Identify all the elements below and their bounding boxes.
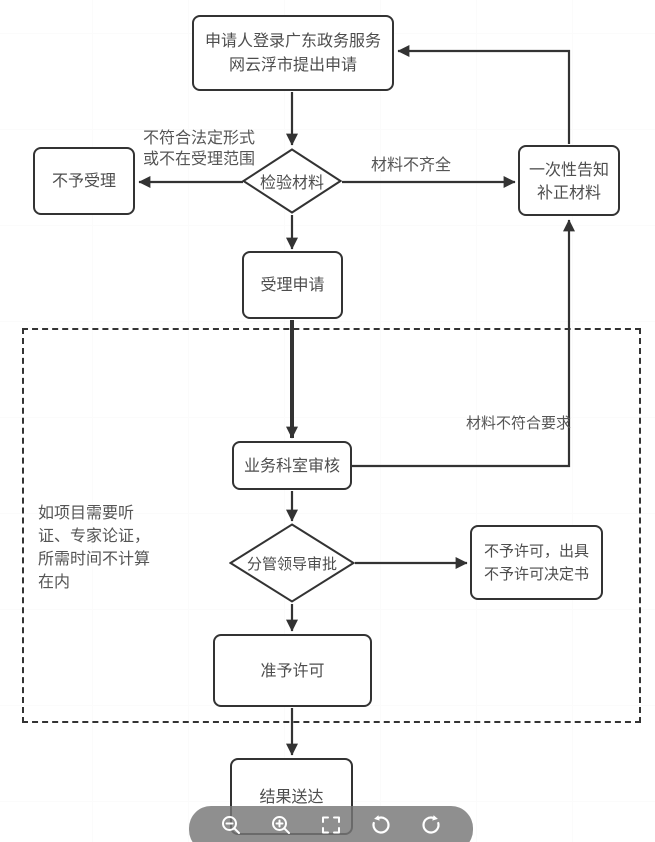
node-apply: 申请人登录广东政务服务 网云浮市提出申请	[192, 15, 394, 91]
node-check-materials: 检验材料	[242, 148, 342, 214]
rotate-left-button[interactable]	[369, 813, 393, 837]
image-viewer-toolbar	[189, 806, 473, 842]
rotate-right-icon	[419, 813, 443, 837]
zoom-out-icon	[219, 813, 243, 837]
node-grant-permit: 准予许可	[213, 634, 372, 707]
zoom-in-icon	[269, 813, 293, 837]
rotate-right-button[interactable]	[419, 813, 443, 837]
diamond-shape	[229, 523, 355, 603]
edge-label-invalid-form: 不符合法定形式 或不在受理范围	[143, 128, 256, 168]
node-notify-correction: 一次性告知 补正材料	[518, 145, 620, 216]
fullscreen-button[interactable]	[319, 813, 343, 837]
rotate-left-icon	[369, 813, 393, 837]
node-deny-permit: 不予许可，出具 不予许可决定书	[470, 525, 603, 600]
zoom-out-button[interactable]	[219, 813, 243, 837]
hearing-time-note: 如项目需要听 证、专家论证， 所需时间不计算 在内	[38, 503, 151, 591]
diamond-shape	[242, 148, 342, 214]
node-department-review: 业务科室审核	[232, 441, 352, 490]
dashed-region-border	[22, 328, 641, 723]
zoom-in-button[interactable]	[269, 813, 293, 837]
edge-label-incomplete: 材料不齐全	[371, 155, 452, 174]
node-check-label: 检验材料	[259, 173, 324, 192]
fullscreen-icon	[319, 813, 343, 837]
node-leader-approval: 分管领导审批	[229, 523, 355, 603]
node-accept-application: 受理申请	[242, 251, 343, 319]
edge-label-nonconforming: 材料不符合要求	[466, 414, 572, 432]
node-approval-label: 分管领导审批	[246, 554, 337, 573]
node-reject: 不予受理	[33, 147, 135, 215]
